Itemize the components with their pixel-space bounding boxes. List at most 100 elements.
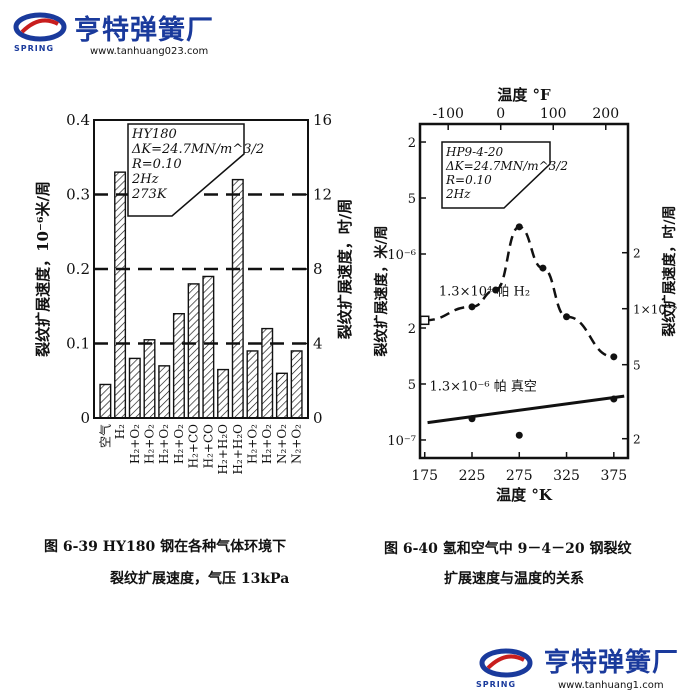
data-point	[419, 315, 430, 326]
annotation-line: ΔK=24.7MN/m^3/2	[131, 142, 264, 157]
category-label: N₂+O₂	[275, 424, 289, 464]
axis-titles: 裂纹扩展速度，10⁻⁶米/周 裂纹扩展速度，吋/周	[34, 181, 354, 358]
x2-tick-label: -100	[432, 106, 463, 122]
axes	[418, 122, 630, 460]
series-label: 1.3×10⁻⁶ 帕 真空	[429, 380, 536, 395]
data-point	[610, 353, 618, 361]
category-label: H₂+O₂	[246, 424, 260, 464]
series-lines: 1.3×10⁴ 帕 H₂ 1.3×10⁻⁶ 帕 真空	[419, 223, 625, 439]
y2-tick-label: 2	[633, 433, 641, 447]
bar	[128, 357, 141, 419]
caption-fig-6-39-line1: 图 6-39 HY180 钢在各种气体环境下	[44, 539, 287, 555]
category-label: H₂+O₂	[260, 424, 274, 464]
spring-swirl-logo-icon	[479, 648, 533, 678]
category-label: H₂+O₂	[143, 424, 157, 464]
data-point	[515, 223, 523, 231]
x-tick-label: 225	[459, 468, 486, 484]
axes	[93, 119, 309, 419]
y-tick-label: 5	[408, 192, 416, 207]
caption-fig-6-40-line2: 扩展速度与温度的关系	[444, 571, 584, 587]
y2-tick-label: 2	[633, 247, 641, 261]
bar	[275, 372, 288, 419]
y2-tick-label: 5	[633, 359, 641, 373]
annotation-line: HY180	[131, 127, 177, 142]
y2-tick-label: 4	[313, 335, 323, 353]
bar	[143, 339, 156, 419]
annotation-line: HP9-4-20	[445, 145, 504, 159]
x-axis-title: 温度 °K	[496, 486, 553, 504]
category-label: H₂+O₂	[172, 424, 186, 464]
caption-fig-6-40-line1: 图 6-40 氢和空气中 9－4－20 钢裂纹	[384, 541, 632, 557]
y-axis-title: 裂纹扩展速度，米/周	[373, 225, 390, 357]
y-tick-label: 2	[408, 136, 416, 151]
y2-axis-title: 裂纹扩展速度，吋/周	[661, 205, 678, 337]
plot-frame	[418, 122, 630, 460]
data-point	[468, 303, 476, 311]
annotation-line: 2Hz	[445, 187, 471, 201]
x2-tick-label: 0	[496, 106, 505, 122]
y2-tick-label: 12	[313, 186, 332, 204]
data-point	[539, 264, 547, 272]
y-tick-label: 5	[408, 378, 416, 393]
category-label: 空气	[97, 424, 112, 448]
y-axis-title: 裂纹扩展速度，10⁻⁶米/周	[34, 181, 52, 358]
series-label: 1.3×10⁴ 帕 H₂	[439, 284, 530, 299]
series-line-vacuum	[427, 394, 625, 425]
data-point	[563, 313, 571, 321]
annotation-frame	[441, 141, 551, 209]
x2-tick-label: 200	[592, 106, 619, 122]
brand-tag: SPRING	[14, 44, 55, 53]
bar	[202, 275, 215, 419]
y2-tick-label: 16	[313, 111, 332, 129]
caption-fig-6-39-line2: 裂纹扩展速度，气压 13kPa	[110, 571, 290, 587]
brand-url-link[interactable]: www.tanhuang023.com	[90, 46, 209, 57]
brand-footer: 亨特弹簧厂 SPRING www.tanhuang1.com	[472, 638, 698, 696]
y-tick-label: 0.2	[66, 260, 90, 278]
bar	[99, 383, 112, 419]
y2-tick-label: 0	[313, 409, 323, 427]
x-tick-label: 175	[411, 468, 438, 484]
bar	[246, 350, 259, 419]
brand-name: 亨特弹簧厂	[74, 15, 214, 46]
annotation-frame	[127, 123, 245, 217]
y-tick-label: 10⁻⁷	[387, 434, 416, 449]
tick-labels: 0 0.1 0.2 0.3 0.4 0 4 8 12 16	[66, 111, 332, 427]
axis-titles: 温度 °F温度 °K裂纹扩展速度，米/周裂纹扩展速度，吋/周	[373, 86, 678, 504]
grid-lines	[94, 193, 308, 345]
y2-axis-title: 裂纹扩展速度，吋/周	[336, 199, 354, 340]
brand-tag: SPRING	[476, 680, 517, 689]
x-tick-label: 375	[600, 468, 627, 484]
annotation-line: R=0.10	[131, 157, 182, 172]
data-point	[515, 431, 523, 439]
category-label: H₂+H₂O	[216, 424, 230, 475]
y2-tick-label: 8	[313, 260, 323, 278]
category-label: H₂	[113, 424, 127, 439]
brand-name: 亨特弹簧厂	[544, 648, 680, 678]
y-tick-label: 0.3	[66, 186, 90, 204]
bar	[158, 365, 171, 419]
bar	[261, 327, 274, 419]
spring-swirl-logo-icon	[13, 12, 67, 42]
y-tick-label: 0	[80, 409, 90, 427]
x2-tick-label: 100	[540, 106, 567, 122]
x-tick-label: 325	[553, 468, 580, 484]
category-label: N₂+O₂	[290, 424, 304, 464]
y-tick-label: 2	[408, 322, 416, 337]
data-point	[610, 395, 618, 403]
bar	[231, 178, 244, 419]
y2-tick-label: 1×10⁻⁵	[633, 303, 677, 317]
annotation-line: 2Hz	[131, 172, 159, 187]
bar	[187, 283, 200, 419]
y-tick-label: 0.1	[66, 335, 90, 353]
annotation-line: R=0.10	[445, 173, 492, 187]
brand-url-link[interactable]: www.tanhuang1.com	[558, 680, 664, 691]
data-point	[468, 415, 476, 423]
annotation-line: ΔK=24.7MN/m^3/2	[445, 159, 568, 173]
annotation-line: 273K	[131, 187, 168, 202]
y-tick-label: 0.4	[66, 111, 90, 129]
bar	[172, 312, 185, 419]
category-label: H₂+O₂	[128, 424, 142, 464]
